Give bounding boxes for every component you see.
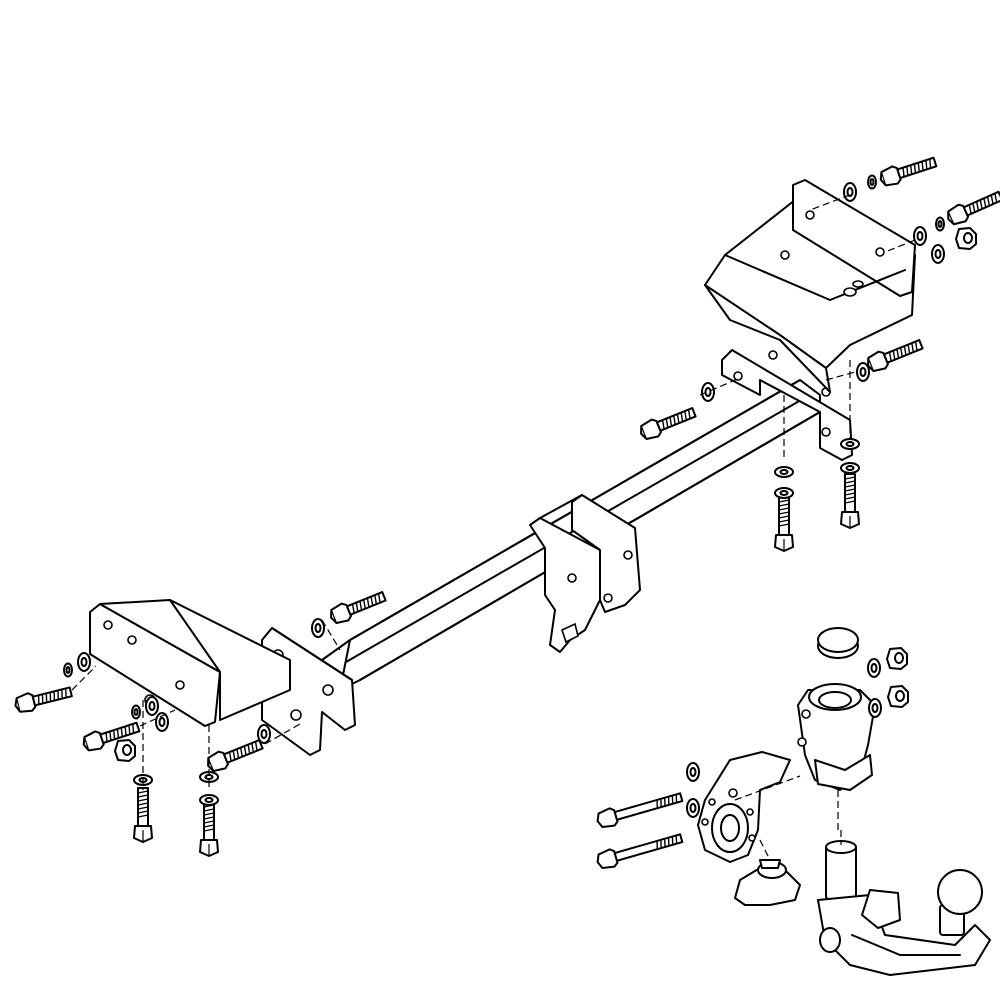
right-mounting-bracket	[704, 179, 916, 393]
socket-bracket	[697, 751, 801, 863]
detachable-towball	[817, 830, 991, 976]
towball-housing	[797, 683, 876, 830]
housing-cap	[817, 627, 859, 659]
right-tube-end-plate	[721, 349, 853, 461]
assembly-guide-lines	[71, 194, 916, 790]
socket-bolts	[594, 762, 700, 872]
center-hitch-plates	[529, 494, 641, 653]
electrical-socket	[734, 839, 801, 906]
left-mounting-bracket	[89, 599, 291, 727]
housing-nuts	[867, 647, 909, 718]
